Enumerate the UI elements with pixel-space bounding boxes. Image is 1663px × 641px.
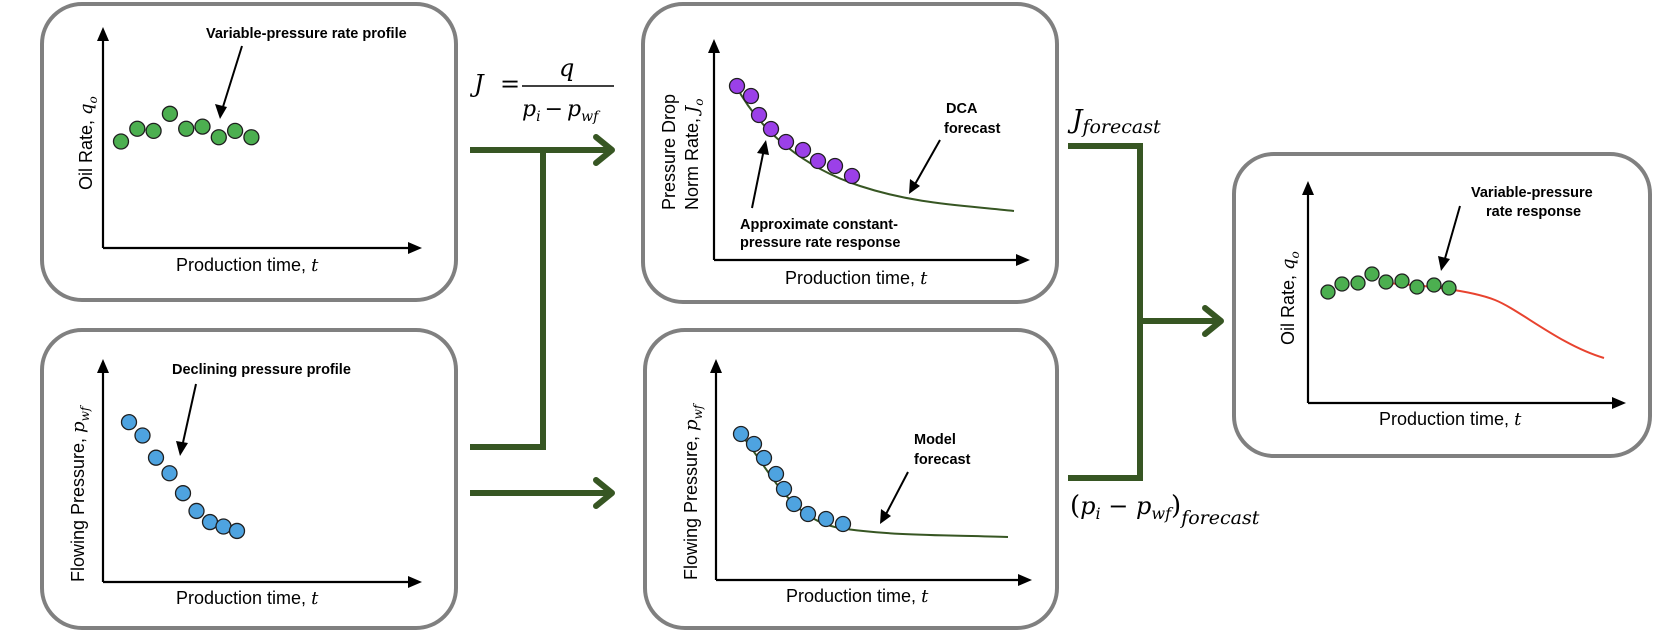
x-axis-label: Production time, t — [785, 268, 928, 289]
rate-profile-points-point-2 — [129, 120, 146, 137]
callout-arrow — [215, 45, 243, 119]
y-axis — [97, 359, 109, 582]
equation-j-forecast: Jforecast — [1067, 105, 1161, 138]
panel-frame — [643, 328, 1059, 630]
rate-profile-points — [112, 105, 260, 150]
rate-profile-points-point-7 — [210, 129, 227, 146]
y-axis-label: Flowing Pressure, pwf — [68, 404, 92, 582]
y-axis-label: Oil Rate, qo — [1278, 251, 1302, 345]
annotation-model-line2: forecast — [914, 452, 971, 468]
rate-profile-points-point-5 — [178, 120, 195, 137]
x-axis — [103, 242, 422, 254]
x-axis — [103, 576, 422, 588]
eq-dp-forecast: (pi − pwf)forecast — [1070, 491, 1260, 529]
panel-rate-profile: Oil Rate, qo Production time, t Variable… — [40, 2, 458, 302]
pressure-profile-points-point-2 — [134, 427, 151, 444]
x-axis-label: Production time, t — [176, 588, 319, 609]
pressure-profile-points-point-7 — [201, 513, 219, 531]
annotation-rate-profile: Variable-pressure rate profile — [206, 26, 407, 42]
callout-arrow-approx — [751, 140, 769, 209]
x-axis-label: Production time, t — [176, 255, 319, 276]
pressure-profile-points-point-4 — [161, 465, 178, 482]
annotation-response-line2: rate response — [1486, 204, 1581, 220]
y-axis-label-line2: Norm Rate, Jo — [682, 99, 706, 210]
flow-arrowhead — [593, 134, 615, 166]
panel-pressure-forecast: Flowing Pressure, pwf Production time, t… — [643, 328, 1059, 630]
x-axis-label: Production time, t — [1379, 409, 1522, 430]
pressure-profile-points-point-5 — [174, 485, 192, 502]
flow-connectors — [470, 134, 1224, 509]
blue-forecast-points — [732, 425, 852, 533]
equation-productivity-index: J = q pi−pwf — [469, 54, 614, 125]
dca-forecast-curve — [734, 83, 1015, 212]
callout-arrow-model — [880, 471, 909, 524]
eq-lhs: J — [469, 70, 485, 98]
y-axis — [710, 359, 722, 580]
callout-arrow-response — [1438, 205, 1461, 271]
rate-profile-points-point-6 — [194, 118, 211, 135]
x-axis — [714, 254, 1030, 266]
x-axis — [1308, 397, 1626, 409]
eq-j-forecast: Jforecast — [1067, 105, 1161, 138]
annotation-dca-line2: forecast — [944, 121, 1001, 137]
y-axis — [708, 39, 720, 260]
x-axis-label: Production time, t — [786, 586, 929, 607]
annotation-pressure-profile: Declining pressure profile — [172, 362, 351, 378]
pressure-profile-points-point-1 — [120, 414, 138, 431]
x-axis — [716, 574, 1032, 586]
eq-denominator: pi−pwf — [522, 97, 601, 125]
y-axis-label: Flowing Pressure, pwf — [681, 402, 705, 580]
pressure-profile-points-point-6 — [188, 502, 205, 520]
panel-rate-response: Oil Rate, qo Production time, t Variable… — [1232, 152, 1652, 458]
pressure-profile-points-point-9 — [228, 522, 246, 540]
panel-frame — [40, 2, 458, 302]
rate-profile-points-point-9 — [243, 129, 260, 146]
pressure-profile-points-point-3 — [147, 449, 165, 466]
green-response-points — [1320, 266, 1457, 300]
purple-points — [728, 77, 861, 185]
y-axis-label: Oil Rate, qo — [76, 96, 100, 190]
annotation-approx-line2: pressure rate response — [740, 235, 900, 251]
flow-arrowhead — [1202, 305, 1224, 337]
rate-profile-points-point-1 — [112, 133, 130, 150]
rate-profile-points-point-3 — [145, 122, 162, 140]
callout-arrow-dca — [909, 139, 941, 194]
y-axis-label-line1: Pressure Drop — [659, 94, 679, 210]
flow-arrowhead — [593, 477, 615, 509]
annotation-response-line1: Variable-pressure — [1471, 185, 1593, 201]
rate-profile-points-point-4 — [161, 105, 179, 122]
flow-bracket-combine — [1068, 143, 1143, 481]
eq-numerator: q — [559, 54, 574, 82]
pressure-profile-points — [120, 414, 246, 540]
pressure-profile-points-point-8 — [215, 518, 232, 535]
flow-pressure-merge — [470, 150, 546, 450]
annotation-approx-line1: Approximate constant- — [740, 217, 898, 233]
rate-profile-points-point-8 — [226, 122, 244, 140]
y-axis — [97, 27, 109, 248]
panel-frame — [641, 2, 1059, 304]
equation-dp-forecast: (pi − pwf)forecast — [1070, 491, 1260, 529]
panel-pressure-profile: Flowing Pressure, pwf Production time, t… — [40, 328, 458, 630]
y-axis — [1302, 181, 1314, 403]
callout-arrow — [176, 383, 197, 456]
panel-frame — [40, 328, 458, 630]
panel-norm-rate: Pressure Drop Norm Rate, Jo Production t… — [641, 2, 1059, 304]
eq-equals: = — [500, 70, 520, 98]
panel-frame — [1232, 152, 1652, 458]
annotation-dca-line1: DCA — [946, 101, 978, 117]
annotation-model-line1: Model — [914, 432, 956, 448]
